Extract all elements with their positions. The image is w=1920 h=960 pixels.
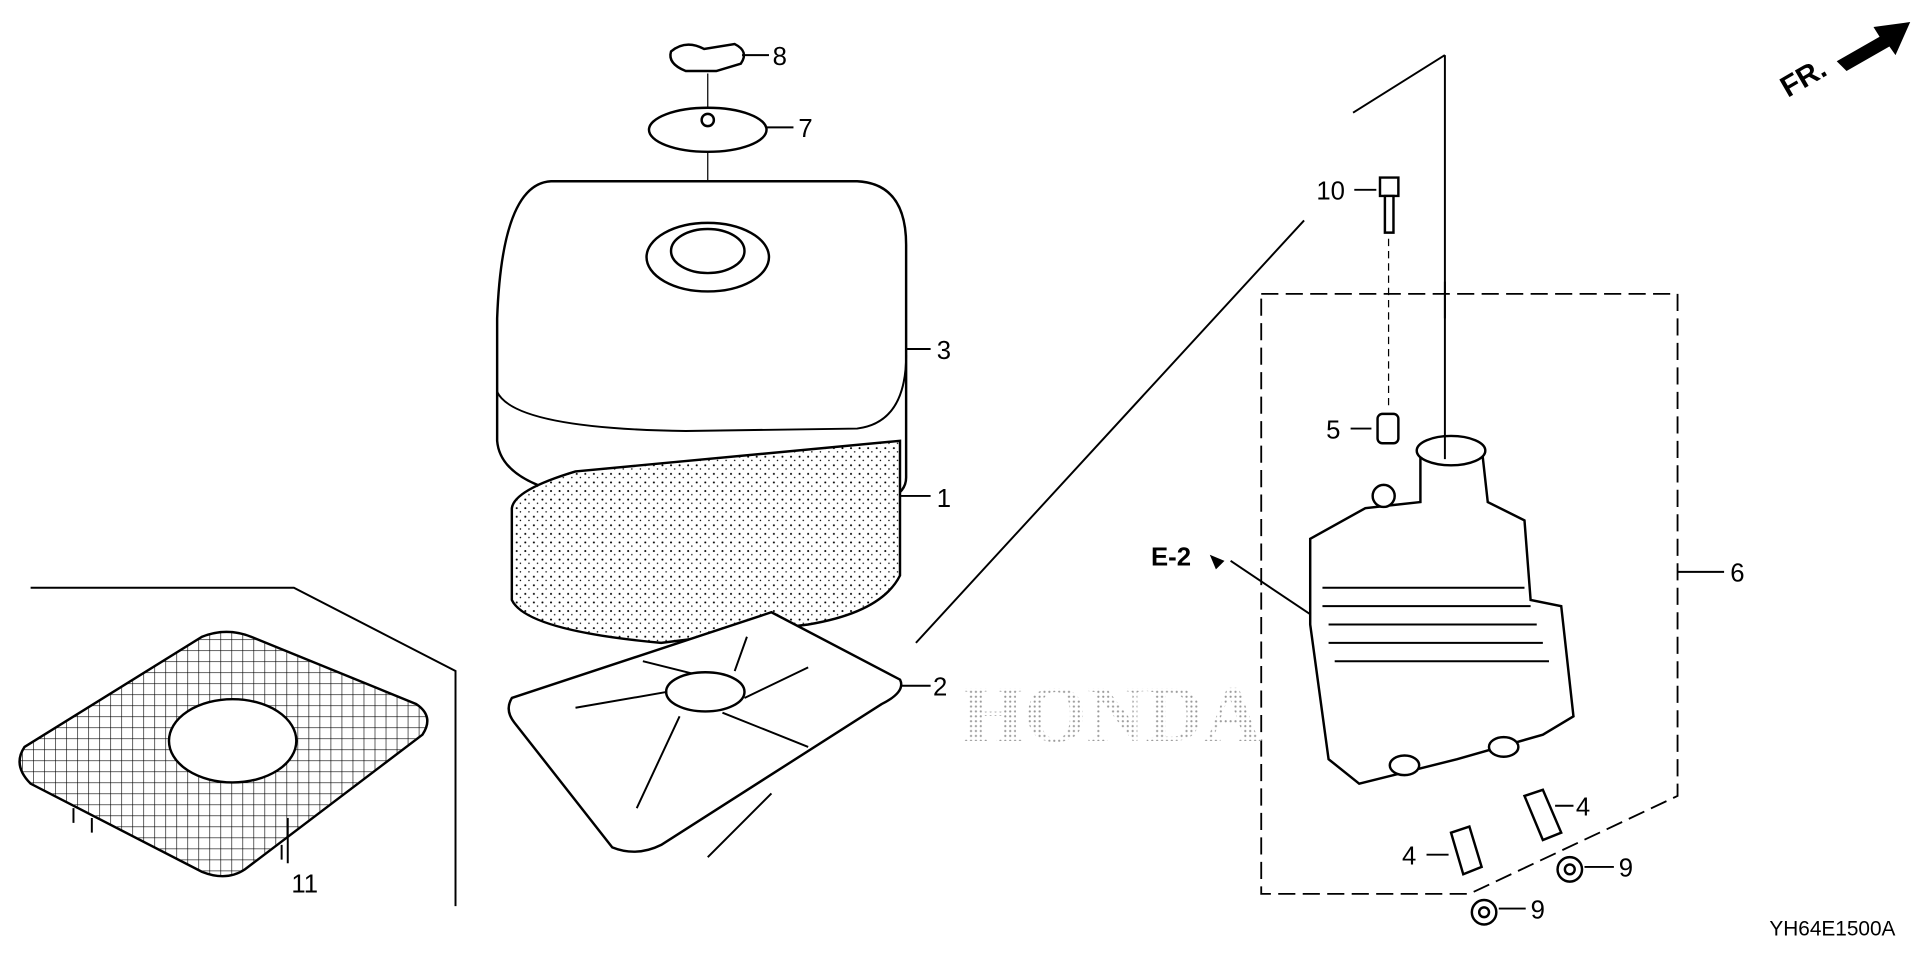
reference-arrow-icon xyxy=(1209,554,1225,570)
callout-7: 7 xyxy=(798,115,812,143)
callout-5: 5 xyxy=(1326,416,1340,444)
diagram-code: YH64E1500A xyxy=(1769,918,1895,941)
arrow-icon xyxy=(1836,22,1911,72)
part-6-air-cleaner-case xyxy=(1308,281,1575,786)
part-11-screen xyxy=(18,586,457,907)
callout-1: 1 xyxy=(937,485,951,513)
direction-label: FR. xyxy=(1775,52,1832,104)
callout-2: 2 xyxy=(933,674,947,702)
callout-4: 4 xyxy=(1402,842,1416,870)
part-4-collar xyxy=(1426,788,1574,876)
callout-11: 11 xyxy=(291,871,318,899)
part-1-foam-element xyxy=(510,439,931,645)
watermark: HONDA xyxy=(961,670,1262,759)
callout-9: 9 xyxy=(1619,855,1633,883)
part-2-element-base xyxy=(507,610,931,858)
part-7-washer xyxy=(647,106,794,154)
callout-8: 8 xyxy=(773,43,787,71)
callout-9: 9 xyxy=(1531,896,1545,924)
part-5-collar xyxy=(1350,412,1400,445)
callout-6: 6 xyxy=(1730,560,1744,588)
part-6-assembly-boundary xyxy=(1260,292,1679,895)
part-9-nut xyxy=(1470,855,1614,926)
callout-3: 3 xyxy=(937,337,951,365)
part-10-bolt xyxy=(1354,176,1400,411)
part-8-wing-nut xyxy=(669,42,769,73)
front-direction-indicator: FR. xyxy=(1775,22,1911,104)
callout-10: 10 xyxy=(1316,178,1345,206)
reference-e2-link[interactable]: E-2 xyxy=(1151,544,1191,572)
callout-4: 4 xyxy=(1576,794,1590,822)
part-3-air-cleaner-cover xyxy=(495,180,931,506)
